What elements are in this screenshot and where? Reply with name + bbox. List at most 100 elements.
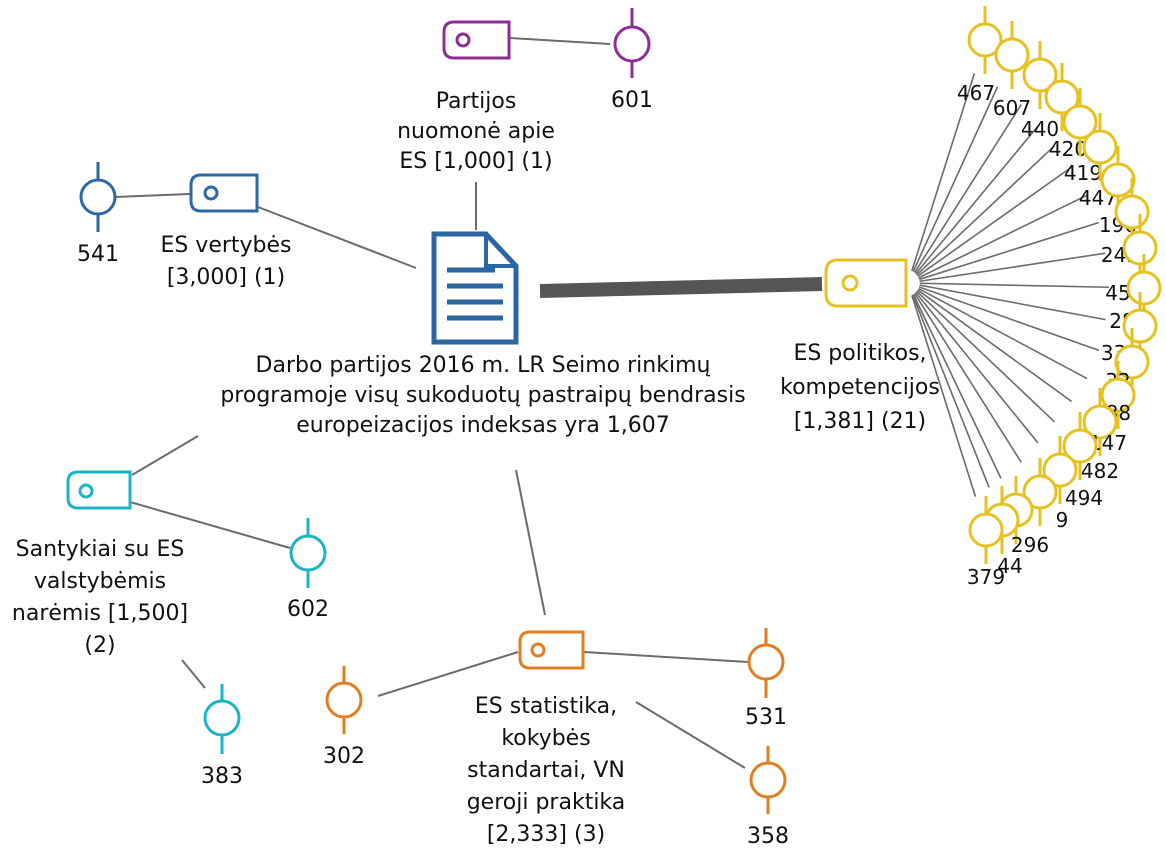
category-yellow-label-line-3: [1,381] (21) xyxy=(794,409,926,434)
code-pin-440[interactable]: 440 xyxy=(1021,41,1059,141)
pin-icon xyxy=(994,37,1030,73)
edge-document-yellow xyxy=(539,277,823,298)
edges xyxy=(115,37,823,769)
pin-icon xyxy=(613,25,651,63)
fan-edge xyxy=(917,289,1073,403)
code-pin-607[interactable]: 607 xyxy=(993,21,1031,120)
fan-edge xyxy=(915,123,1041,275)
pin-icon xyxy=(1042,452,1078,488)
code-label-296: 296 xyxy=(1011,533,1049,557)
fan-edge xyxy=(911,294,990,488)
fan-edge xyxy=(911,73,976,272)
fan-edge xyxy=(918,221,1099,281)
edge-orange-pin302-tag xyxy=(377,651,519,697)
pin-icon xyxy=(203,699,241,737)
fan-edge xyxy=(918,194,1087,279)
tag-icon xyxy=(189,173,259,213)
pin-icon xyxy=(749,761,787,799)
category-blue[interactable]: ES vertybės [3,000] (1) xyxy=(160,173,292,290)
edge-purple-tag-pin xyxy=(509,37,611,45)
code-label-467: 467 xyxy=(957,81,995,105)
tag-icon xyxy=(518,630,585,670)
code-pin-494[interactable]: 494 xyxy=(1042,436,1103,510)
fan-edge xyxy=(914,291,1039,444)
category-cyan[interactable]: Santykiai su ES valstybėmis narėmis [1,5… xyxy=(12,470,188,658)
code-pin-383[interactable]: 383 xyxy=(201,684,243,789)
category-cyan-label-line-3: narėmis [1,500] xyxy=(12,601,188,626)
category-orange[interactable]: ES statistika, kokybės standartai, VN ge… xyxy=(467,630,626,847)
code-label-9: 9 xyxy=(1056,508,1069,532)
code-pin-379[interactable]: 379 xyxy=(967,496,1005,589)
code-pin-531[interactable]: 531 xyxy=(745,628,787,730)
fan-edge xyxy=(912,294,1002,479)
code-pin-9[interactable]: 9 xyxy=(1022,458,1069,532)
pin-icon xyxy=(1126,270,1162,306)
fan-edge xyxy=(919,252,1106,283)
pin-icon xyxy=(747,643,785,681)
category-purple[interactable]: Partijos nuomonė apie ES [1,000] (1) xyxy=(397,20,555,174)
edge-blue-tag-document xyxy=(257,206,417,269)
fan-edge xyxy=(912,86,999,272)
code-label-383: 383 xyxy=(201,764,243,789)
category-blue-label-line-2: [3,000] (1) xyxy=(167,265,285,290)
code-label-358: 358 xyxy=(747,824,789,849)
code-pin-420[interactable]: 420 xyxy=(1044,63,1087,161)
code-label-440: 440 xyxy=(1021,117,1059,141)
document-fold xyxy=(484,234,516,268)
fan-edge xyxy=(919,284,1106,321)
category-orange-label-line-3: standartai, VN xyxy=(467,758,625,783)
code-pin-447[interactable]: 447 xyxy=(1079,113,1118,210)
edge-cyan-label-pin383 xyxy=(181,659,206,689)
code-pin-302[interactable]: 302 xyxy=(323,666,365,769)
fan-edge xyxy=(913,104,1022,274)
code-pin-467[interactable]: 467 xyxy=(957,6,1003,105)
pin-icon xyxy=(79,178,117,216)
code-label-302: 302 xyxy=(323,744,365,769)
yellow-code-pins: 4676074404204194471962454528338322881474… xyxy=(957,6,1162,589)
edge-orange-label-pin358 xyxy=(635,701,746,769)
code-label-379: 379 xyxy=(967,565,1005,589)
edge-cyan-tag-pin602 xyxy=(129,501,291,549)
code-label-541: 541 xyxy=(77,242,119,267)
document-node[interactable]: Darbo partijos 2016 m. LR Seimo rinkimų … xyxy=(220,231,746,438)
code-pin-358[interactable]: 358 xyxy=(747,746,789,849)
pin-icon xyxy=(1100,377,1136,413)
pin-icon xyxy=(1062,104,1098,140)
pin-icon xyxy=(289,534,327,572)
pin-icon xyxy=(1082,129,1118,165)
category-yellow[interactable]: ES politikos, kompetencijos [1,381] (21) xyxy=(780,258,940,434)
code-pin-541[interactable]: 541 xyxy=(77,162,119,267)
code-pin-419[interactable]: 419 xyxy=(1062,88,1102,185)
code-label-45: 45 xyxy=(1105,281,1130,305)
code-pin-482[interactable]: 482 xyxy=(1062,412,1119,483)
category-yellow-label-line-2: kompetencijos xyxy=(780,375,940,400)
pin-icon xyxy=(967,22,1003,58)
category-cyan-label-line-4: (2) xyxy=(84,633,115,658)
edge-document-cyan xyxy=(131,435,199,476)
fan-edges xyxy=(911,73,1110,497)
code-label-607: 607 xyxy=(993,96,1031,120)
pin-icon xyxy=(1114,344,1150,380)
category-purple-label-line-1: Partijos xyxy=(436,89,517,114)
pin-icon xyxy=(1044,79,1080,115)
fan-edge xyxy=(911,295,977,497)
document-label-line-1: Darbo partijos 2016 m. LR Seimo rinkimų xyxy=(256,353,711,378)
code-label-602: 602 xyxy=(287,597,329,622)
code-pin-45[interactable]: 45 xyxy=(1105,214,1158,305)
pin-icon xyxy=(1082,404,1118,440)
pin-icon xyxy=(1122,308,1158,344)
code-pin-602[interactable]: 602 xyxy=(287,518,329,622)
code-label-494: 494 xyxy=(1065,486,1103,510)
fan-edge xyxy=(916,290,1056,423)
code-label-482: 482 xyxy=(1081,459,1119,483)
category-cyan-label-line-2: valstybėmis xyxy=(34,569,166,594)
code-pin-601[interactable]: 601 xyxy=(611,8,653,113)
code-label-531: 531 xyxy=(745,705,787,730)
code-label-419: 419 xyxy=(1064,161,1102,185)
category-purple-label-line-2: nuomonė apie xyxy=(397,119,555,144)
pin-icon xyxy=(1022,474,1058,510)
fan-edge xyxy=(913,293,1022,463)
tag-hole xyxy=(203,185,219,201)
code-label-601: 601 xyxy=(611,88,653,113)
